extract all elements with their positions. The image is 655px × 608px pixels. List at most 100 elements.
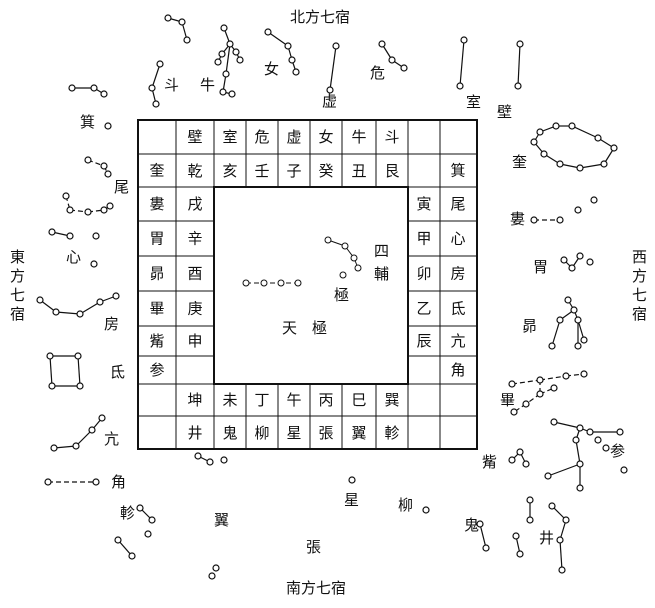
west-label: 西 方 七 宿 bbox=[632, 248, 647, 323]
grid-bottom-inner-cell: 坤 bbox=[187, 391, 202, 409]
east-char-2: 方 bbox=[10, 267, 25, 285]
grid-bottom-inner-cell: 丙 bbox=[318, 391, 333, 409]
grid-right-inner-cell: 乙 bbox=[416, 300, 431, 318]
lodge-nu: 女 bbox=[264, 60, 279, 78]
grid-left-outer-cell: 参 bbox=[149, 361, 164, 379]
south-label: 南方七宿 bbox=[286, 579, 346, 597]
asterism-kang bbox=[51, 415, 105, 451]
grid-bottom-outer-cell: 井 bbox=[187, 424, 202, 442]
sifu-char-2: 輔 bbox=[374, 265, 389, 283]
lodge-di: 氐 bbox=[110, 363, 125, 381]
grid-left-inner-cell: 辛 bbox=[187, 230, 202, 248]
asterism-shi bbox=[457, 37, 467, 89]
asterism-zi bbox=[509, 449, 529, 467]
lodge-liu: 柳 bbox=[398, 496, 413, 514]
grid-top-inner-cell: 壬 bbox=[254, 162, 269, 180]
asterism-fang bbox=[37, 293, 119, 317]
grid-right-outer-cell: 亢 bbox=[450, 332, 465, 350]
grid-right-outer-cell: 心 bbox=[450, 230, 465, 248]
asterism-kui bbox=[531, 123, 617, 171]
grid-top-outer-cell: 壁 bbox=[187, 128, 202, 146]
asterism-lou bbox=[531, 197, 597, 223]
lodge-wei-w: 胃 bbox=[533, 258, 548, 276]
grid-left-outer-cell: 昴 bbox=[149, 265, 164, 283]
lodge-jiao: 角 bbox=[111, 473, 126, 491]
grid-bottom-inner-cell: 丁 bbox=[254, 391, 269, 409]
asterism-niu bbox=[215, 25, 243, 97]
grid-top-outer-cell: 危 bbox=[254, 128, 269, 146]
grid-right-outer-cell: 氐 bbox=[450, 300, 465, 318]
lodge-wei-n: 危 bbox=[370, 64, 385, 82]
center-area: 天 極 極 四 輔 bbox=[243, 237, 389, 337]
lodge-ji-e: 箕 bbox=[80, 113, 95, 131]
grid-bottom-outer-cell: 張 bbox=[318, 424, 333, 442]
lodge-zi: 觜 bbox=[482, 453, 497, 471]
asterism-di bbox=[47, 353, 83, 389]
grid-top-inner-cell: 艮 bbox=[384, 162, 399, 180]
grid-left-inner-cell: 酉 bbox=[187, 265, 202, 283]
grid-bottom-inner-cell: 巳 bbox=[351, 391, 366, 409]
grid-bottom-outer-cell: 柳 bbox=[254, 424, 269, 442]
west-char-2: 方 bbox=[632, 267, 647, 285]
grid-top-outer-cell: 室 bbox=[222, 128, 237, 146]
east-char-3: 七 bbox=[10, 286, 25, 304]
lodge-mao: 昴 bbox=[522, 317, 537, 335]
grid-top-inner-cell: 乾 bbox=[187, 162, 202, 180]
grid-right-inner-cell: 甲 bbox=[416, 230, 431, 248]
asterism-wei-w bbox=[561, 253, 593, 271]
lodge-fang: 房 bbox=[104, 315, 119, 333]
tianji-stars bbox=[243, 237, 361, 286]
grid-bottom-inner-cell: 未 bbox=[222, 391, 237, 409]
grid-bottom-inner-cell: 巽 bbox=[384, 391, 399, 409]
east-label: 東 方 七 宿 bbox=[10, 248, 25, 323]
grid-right-outer-cell: 房 bbox=[450, 265, 465, 283]
grid-top-inner-cell: 亥 bbox=[222, 162, 237, 180]
lodge-shi: 室 bbox=[466, 93, 481, 111]
grid-top-outer-cell: 女 bbox=[318, 128, 333, 146]
asterism-xing bbox=[349, 477, 355, 483]
grid-right-inner-cell: 卯 bbox=[416, 265, 431, 283]
lodge-yi: 翼 bbox=[214, 511, 229, 529]
grid-right-outer-cell: 箕 bbox=[450, 162, 465, 180]
grid-left-inner-cell: 戌 bbox=[187, 195, 202, 213]
lodge-kang: 亢 bbox=[104, 430, 119, 448]
grid-top-inner-cell: 癸 bbox=[318, 162, 333, 180]
grid-top-inner-cell: 丑 bbox=[351, 162, 366, 180]
east-char-1: 東 bbox=[10, 248, 25, 266]
north-label: 北方七宿 bbox=[290, 8, 350, 26]
lodge-jing: 井 bbox=[539, 529, 554, 547]
asterism-wei-e bbox=[63, 157, 113, 215]
grid-left-inner-cell: 庚 bbox=[187, 300, 202, 318]
grid-top-inner-cell: 子 bbox=[286, 162, 301, 180]
grid-right-outer-cell: 尾 bbox=[450, 195, 465, 213]
grid-left-outer-cell: 畢 bbox=[149, 300, 164, 318]
grid-left-outer-cell: 胃 bbox=[149, 230, 164, 248]
lodge-bi-w: 畢 bbox=[500, 391, 515, 409]
asterism-bi bbox=[515, 41, 523, 89]
asterism-xu bbox=[327, 43, 339, 93]
lodge-wei-e: 尾 bbox=[114, 178, 129, 196]
sifu-char-1: 四 bbox=[374, 242, 389, 260]
lodge-bi: 壁 bbox=[497, 103, 512, 121]
grid-top-outer-cell: 斗 bbox=[384, 128, 399, 146]
asterism-bi-w bbox=[509, 371, 587, 415]
asterism-mao bbox=[549, 297, 587, 349]
west-char-3: 七 bbox=[632, 286, 647, 304]
tianji-label: 天 極 bbox=[282, 319, 327, 337]
lodge-xu: 虚 bbox=[322, 92, 337, 110]
lodge-kui: 奎 bbox=[512, 153, 527, 171]
east-char-4: 宿 bbox=[10, 305, 25, 323]
grid-left-outer-cell: 奎 bbox=[149, 162, 164, 180]
ji-label: 極 bbox=[334, 286, 349, 304]
lodge-dou: 斗 bbox=[164, 76, 179, 94]
grid-bottom-outer-cell: 鬼 bbox=[222, 424, 237, 442]
lodge-xin: 心 bbox=[66, 248, 81, 266]
asterism-gui bbox=[477, 521, 489, 551]
grid-top-outer-cell: 虚 bbox=[286, 128, 301, 146]
lodge-shen: 参 bbox=[610, 442, 625, 460]
west-char-1: 西 bbox=[632, 248, 647, 266]
grid-left-outer-cell: 婁 bbox=[149, 195, 164, 213]
lodge-lou: 婁 bbox=[510, 210, 525, 228]
